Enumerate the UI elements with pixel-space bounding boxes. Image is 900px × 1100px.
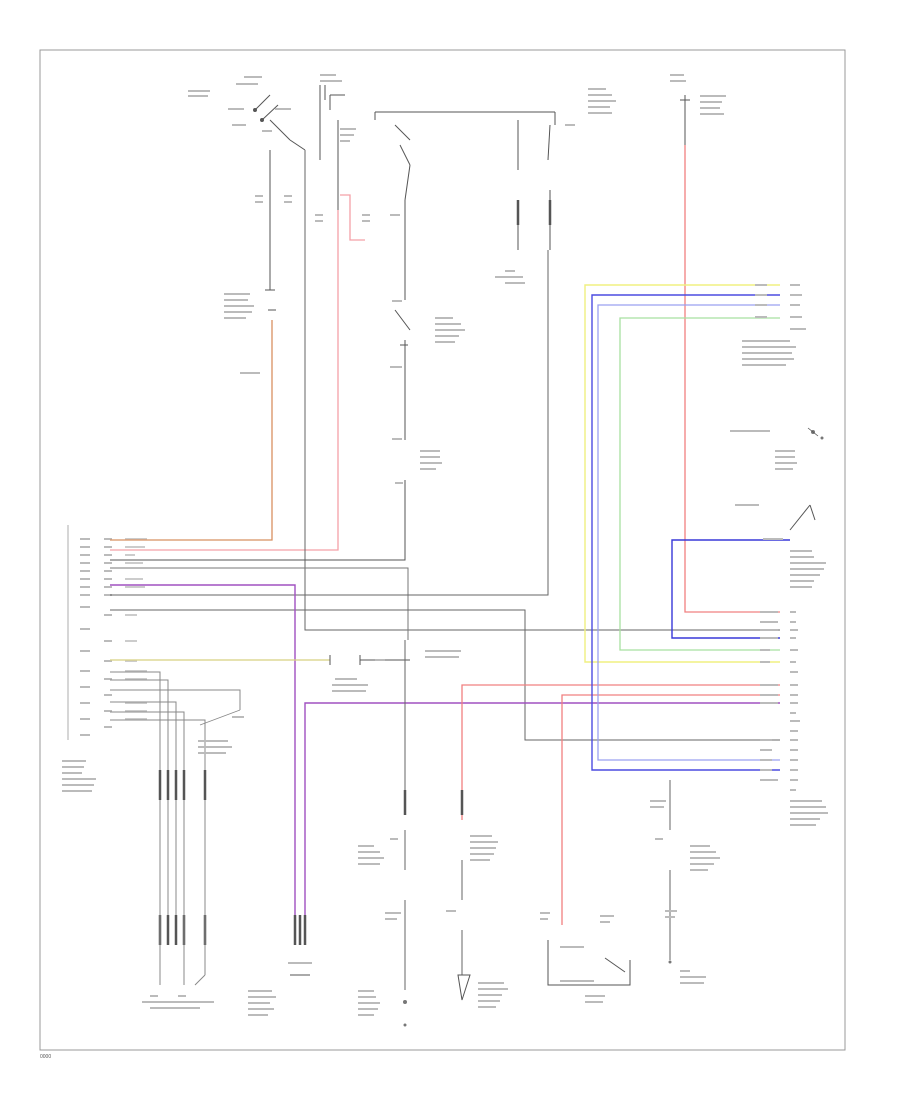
wire-light-blue: [597, 304, 780, 761]
wire-gray-bottom-2: [110, 689, 241, 790]
right-pin-labels: [760, 611, 828, 826]
junction-connector-mid: [392, 438, 442, 484]
sensor-bottom-center: [446, 835, 508, 1008]
wire-black-3: [110, 567, 409, 640]
wire-blue-1: [591, 294, 780, 771]
overdrive-switch: [735, 504, 826, 588]
ground-bottom-right-center: [540, 912, 631, 1003]
wire-yellow-2: [584, 284, 780, 663]
left-pin-labels: [80, 538, 112, 736]
wire-green: [619, 317, 780, 651]
diagram-border: [39, 49, 846, 1051]
wire-gray-bottom-1: [110, 671, 185, 790]
diagram-code: 0000: [40, 1054, 52, 1060]
bottom-sensor-labels: [142, 990, 276, 1016]
ground-dot-right: [668, 960, 672, 964]
fuse-labels: [320, 74, 356, 142]
wire-violet-2: [304, 702, 780, 930]
bottom-sensor-2: [288, 962, 312, 976]
throttle-sensor-labels: [224, 293, 260, 374]
engine-relay: [394, 120, 551, 250]
wire-black-1: [304, 150, 780, 631]
ignition-labels: [188, 76, 291, 132]
wire-red-3: [561, 694, 780, 925]
wire-red-2: [461, 684, 780, 820]
wire-black-5: [110, 609, 780, 741]
wire-red-1: [684, 145, 780, 613]
wire-brown: [110, 320, 273, 541]
ground-dot-mid2: [403, 1023, 407, 1027]
ground-dot-mid: [403, 1000, 407, 1004]
bottom-left-vert: [159, 800, 206, 986]
transmission-connector-top-labels: [742, 284, 806, 366]
junction-bottom-left: [198, 709, 244, 754]
wire-violet-1: [110, 584, 296, 930]
position-switch: [394, 309, 411, 346]
fuse-top-right-labels: [670, 74, 726, 115]
top-wire-labels: [255, 195, 400, 222]
bottom-mid-components: [358, 838, 401, 1016]
left-wire-color-labels: [125, 538, 147, 720]
wire-black-2: [110, 200, 406, 561]
module-name-label: [62, 760, 96, 792]
bottom-right-component: [650, 800, 720, 984]
connector-bundles: [158, 200, 552, 945]
position-switch-labels: [390, 300, 465, 368]
fuse-block-top: [319, 85, 556, 210]
ignition-switch: [253, 94, 306, 151]
junction-block-mid: [329, 650, 461, 692]
wire-pink: [110, 194, 365, 551]
wire-black-4: [110, 250, 549, 596]
wire-blue-2: [671, 539, 790, 639]
fuse-top-right: [680, 95, 690, 145]
throttle-sensor: [265, 289, 276, 311]
speed-sensor: [730, 427, 824, 470]
relay-labels: [495, 88, 616, 284]
